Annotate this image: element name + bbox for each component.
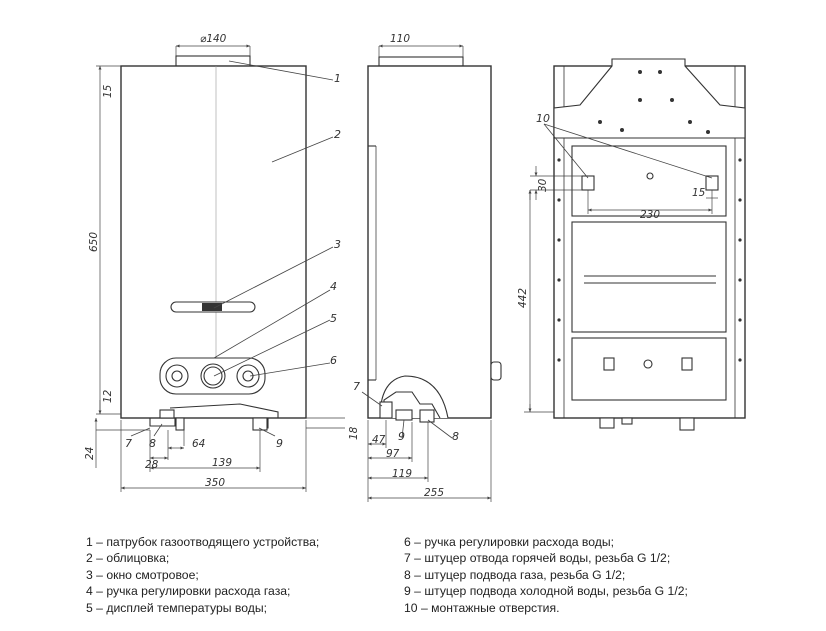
side-dim-97: 97 [386, 448, 400, 460]
back-dim-230: 230 [640, 209, 660, 221]
callout-4: 4 [330, 280, 337, 293]
callout-6: 6 [330, 354, 337, 367]
back-plate-middle [571, 221, 727, 333]
front-dim-height: 650 [88, 232, 100, 252]
back-dim-30: 30 [537, 178, 549, 192]
back-plate-top [571, 145, 727, 217]
callout-3: 3 [334, 238, 341, 251]
legend-right: 6 – ручка регулировки расхода воды; 7 – … [404, 534, 688, 616]
control-panel [159, 357, 266, 395]
mounting-hole-right [705, 175, 719, 191]
side-callout-9: 9 [398, 430, 405, 443]
gas-knob [165, 364, 189, 388]
front-dim-64: 64 [192, 438, 205, 450]
side-dim-18: 18 [348, 426, 360, 440]
legend-item-4: 4 – ручка регулировки расхода газа; [86, 584, 291, 599]
side-dim-top: 110 [390, 33, 410, 45]
side-flue [378, 56, 464, 67]
callout-7: 7 [125, 437, 132, 450]
legend-left: 1 – патрубок газоотводящего устройства; … [86, 534, 319, 616]
side-knob [490, 361, 502, 381]
legend-item-8: 8 – штуцер подвода газа, резьба G 1/2; [404, 567, 626, 582]
front-dim-below: 24 [84, 447, 96, 460]
front-dim-width: 350 [205, 477, 225, 489]
callout-9: 9 [276, 437, 283, 450]
side-dim-119: 119 [392, 468, 412, 480]
temperature-display [200, 363, 226, 389]
front-dim-139: 139 [212, 457, 232, 469]
callout-5: 5 [330, 312, 337, 325]
back-dim-15: 15 [692, 187, 706, 199]
technical-drawing: ⌀140 15 650 12 24 28 64 139 350 1 2 3 4 … [84, 33, 746, 502]
legend-item-7: 7 – штуцер отвода горячей воды, резьба G… [404, 551, 671, 566]
legend-item-9: 9 – штуцер подвода холодной воды, резьба… [404, 584, 688, 599]
front-dim-diameter: ⌀140 [200, 33, 227, 45]
front-dim-28: 28 [145, 459, 159, 471]
side-casing [367, 65, 492, 419]
callout-1: 1 [334, 72, 341, 85]
back-plate-bottom [571, 337, 727, 401]
back-callout-10: 10 [536, 112, 550, 125]
callout-2: 2 [334, 128, 341, 141]
side-fittings [379, 375, 449, 419]
water-knob [236, 364, 260, 388]
flue-outlet [175, 55, 251, 67]
legend-item-10: 10 – монтажные отверстия. [404, 600, 560, 615]
front-view [94, 44, 345, 492]
back-hood [553, 58, 746, 139]
back-view [524, 58, 746, 431]
back-dim-442: 442 [517, 288, 529, 308]
front-dim-top: 15 [102, 84, 114, 98]
side-callout-8: 8 [452, 430, 459, 443]
legend-item-2: 2 – облицовка; [86, 551, 170, 566]
side-callout-7: 7 [353, 380, 360, 393]
side-dim-47: 47 [372, 434, 386, 446]
side-view [361, 44, 502, 502]
front-dim-bottom: 12 [102, 389, 114, 403]
side-dim-depth: 255 [424, 487, 444, 499]
legend-item-6: 6 – ручка регулировки расхода воды; [404, 535, 614, 549]
legend-item-1: 1 – патрубок газоотводящего устройства; [86, 535, 320, 549]
mounting-hole-left [581, 175, 595, 191]
legend-item-3: 3 – окно смотровое; [86, 567, 199, 582]
legend-item-5: 5 – дисплей температуры воды; [86, 600, 267, 615]
callout-8: 8 [149, 437, 156, 450]
